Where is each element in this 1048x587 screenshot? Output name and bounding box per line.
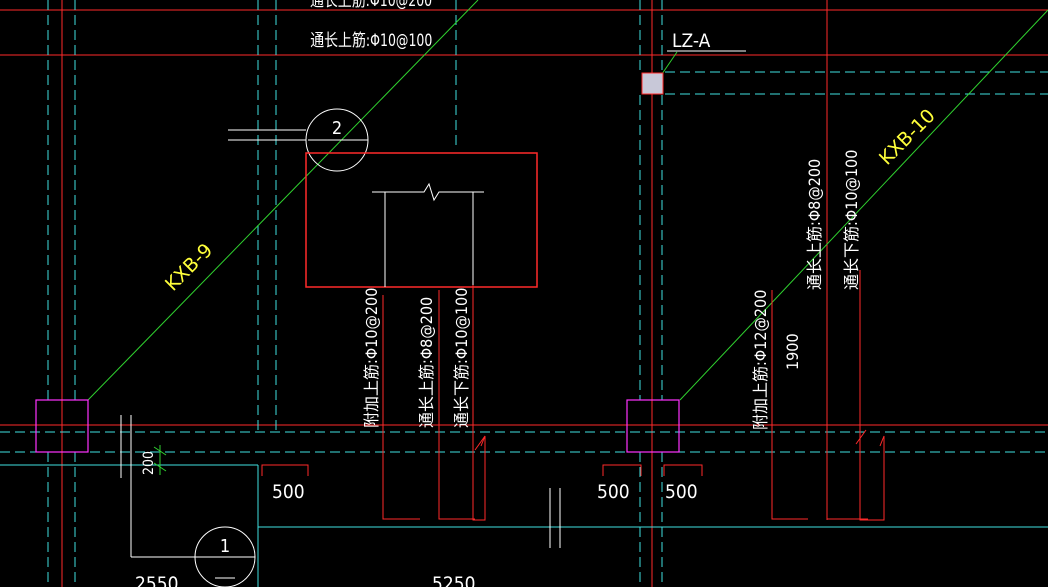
green-diagonal-beams [87, 0, 1048, 401]
beam-label-kxb-9: KXB-9 [161, 239, 217, 295]
column-right [626, 399, 680, 453]
dim-500-left: 500 [272, 481, 305, 503]
rebar-label-4: 附加上筋:Φ12@200 [751, 290, 770, 430]
detail-box [305, 152, 538, 288]
column-tag-leader: LZ-A [667, 30, 746, 52]
dim-500-mid: 500 [597, 481, 630, 503]
dim-500-right: 500 [665, 481, 698, 503]
rebar-label-1: 附加上筋:Φ10@200 [362, 288, 381, 428]
column-lz-a [641, 72, 664, 95]
rebar-label-6: 通长下筋:Φ10@100 [842, 150, 861, 290]
rebar-label-5: 通长上筋:Φ8@200 [805, 159, 824, 290]
dim-1900: 1900 [783, 333, 802, 370]
bottom-break-marks [549, 488, 561, 548]
column-left [35, 399, 89, 453]
dim-200: 200 [141, 451, 157, 475]
section-marker-1 [194, 526, 256, 587]
dim-200-marker: 200 [120, 415, 195, 558]
rebar-vertical-lines [382, 270, 885, 521]
beam-label-kxb-10: KXB-10 [875, 105, 940, 170]
section-number-2: 2 [332, 118, 342, 139]
column-tag: LZ-A [672, 30, 711, 52]
top-cut-label: 通长上筋:Φ10@200 [310, 0, 432, 10]
dim-2550: 2550 [135, 573, 179, 587]
cyan-slab-edge [0, 464, 1048, 587]
top-rebar-label: 通长上筋:Φ10@100 [310, 31, 432, 51]
section-number-1: 1 [220, 536, 230, 557]
dim-500-brackets [261, 464, 703, 476]
break-symbol [372, 182, 484, 287]
rebar-label-2: 通长上筋:Φ8@200 [417, 297, 436, 428]
rebar-label-3: 通长下筋:Φ10@100 [452, 288, 471, 428]
section-marker-2 [228, 108, 369, 172]
rebar-text-group: 附加上筋:Φ10@200 通长上筋:Φ8@200 通长下筋:Φ10@100 附加… [362, 150, 861, 430]
dim-5250: 5250 [432, 573, 476, 587]
